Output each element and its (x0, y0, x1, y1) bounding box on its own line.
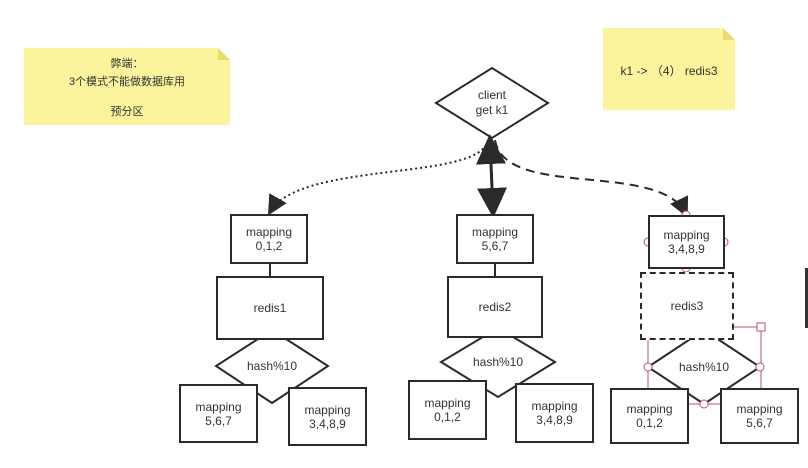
mapping-values: 5,6,7 (481, 239, 509, 253)
note-fold (723, 28, 735, 40)
mapping-values: 0,1,2 (255, 239, 283, 253)
note-right-text: k1 -> （4） redis3 (620, 64, 718, 78)
mapping-title: mapping (531, 399, 578, 413)
mapping-title: mapping (304, 402, 351, 417)
mapping-title: mapping (736, 402, 783, 416)
client-line2: get k1 (475, 103, 509, 117)
hash-label-2: hash%10 (472, 355, 524, 369)
mapping-title: mapping (626, 402, 673, 416)
bottom-right-mapping-1[interactable]: mapping 3,4,8,9 (288, 387, 367, 446)
mapping-title: mapping (471, 225, 519, 239)
top-mapping-3[interactable]: mapping 3,4,8,9 (648, 215, 725, 269)
mapping-values: 5,6,7 (205, 413, 232, 428)
note-left-line2: 预分区 (110, 106, 144, 118)
hash-diamond-1[interactable] (214, 328, 330, 405)
note-left[interactable]: 弊端： 3个模式不能做数据库用 预分区 (24, 48, 230, 125)
redis-box-1[interactable]: redis1 (216, 276, 324, 340)
mapping-values: 0,1,2 (434, 410, 461, 424)
mapping-title: mapping (663, 228, 710, 242)
bottom-left-mapping-1[interactable]: mapping 5,6,7 (179, 384, 258, 443)
redis-label: redis1 (253, 301, 287, 315)
bottom-left-mapping-3[interactable]: mapping 0,1,2 (610, 388, 689, 444)
mapping-values: 3,4,8,9 (536, 413, 573, 427)
bottom-right-mapping-3[interactable]: mapping 5,6,7 (720, 388, 799, 444)
hash-label-1: hash%10 (246, 359, 298, 373)
mapping-values: 3,4,8,9 (668, 242, 705, 256)
redis-box-3[interactable]: redis3 (640, 272, 734, 340)
note-fold (218, 48, 230, 60)
client-line1: client (477, 88, 506, 102)
note-left-line1: 3个模式不能做数据库用 (68, 76, 186, 88)
hash-diamond-2[interactable] (439, 326, 557, 399)
note-right[interactable]: k1 -> （4） redis3 (603, 28, 735, 110)
bottom-right-mapping-2[interactable]: mapping 3,4,8,9 (515, 383, 594, 443)
mapping-title: mapping (424, 396, 471, 410)
redis-label: redis3 (670, 299, 704, 313)
mapping-values: 5,6,7 (746, 416, 773, 430)
note-left-title: 弊端： (110, 58, 144, 70)
scrollbar-thumb[interactable] (805, 268, 808, 328)
client-label: client get k1 (462, 88, 522, 118)
top-mapping-2[interactable]: mapping 5,6,7 (456, 214, 534, 264)
redis-box-2[interactable]: redis2 (447, 276, 543, 338)
bottom-left-mapping-2[interactable]: mapping 0,1,2 (408, 380, 487, 440)
redis-label: redis2 (478, 300, 512, 314)
dotted-arrow-redis1 (267, 139, 489, 216)
mapping-title: mapping (195, 399, 242, 414)
mapping-values: 0,1,2 (636, 416, 663, 430)
mapping-values: 3,4,8,9 (309, 416, 346, 431)
mapping-title: mapping (245, 225, 293, 239)
dashed-arrow-redis3 (494, 139, 689, 218)
hash-label-3: hash%10 (678, 360, 730, 374)
solid-arrow-redis2 (476, 134, 507, 218)
top-mapping-1[interactable]: mapping 0,1,2 (230, 214, 308, 264)
